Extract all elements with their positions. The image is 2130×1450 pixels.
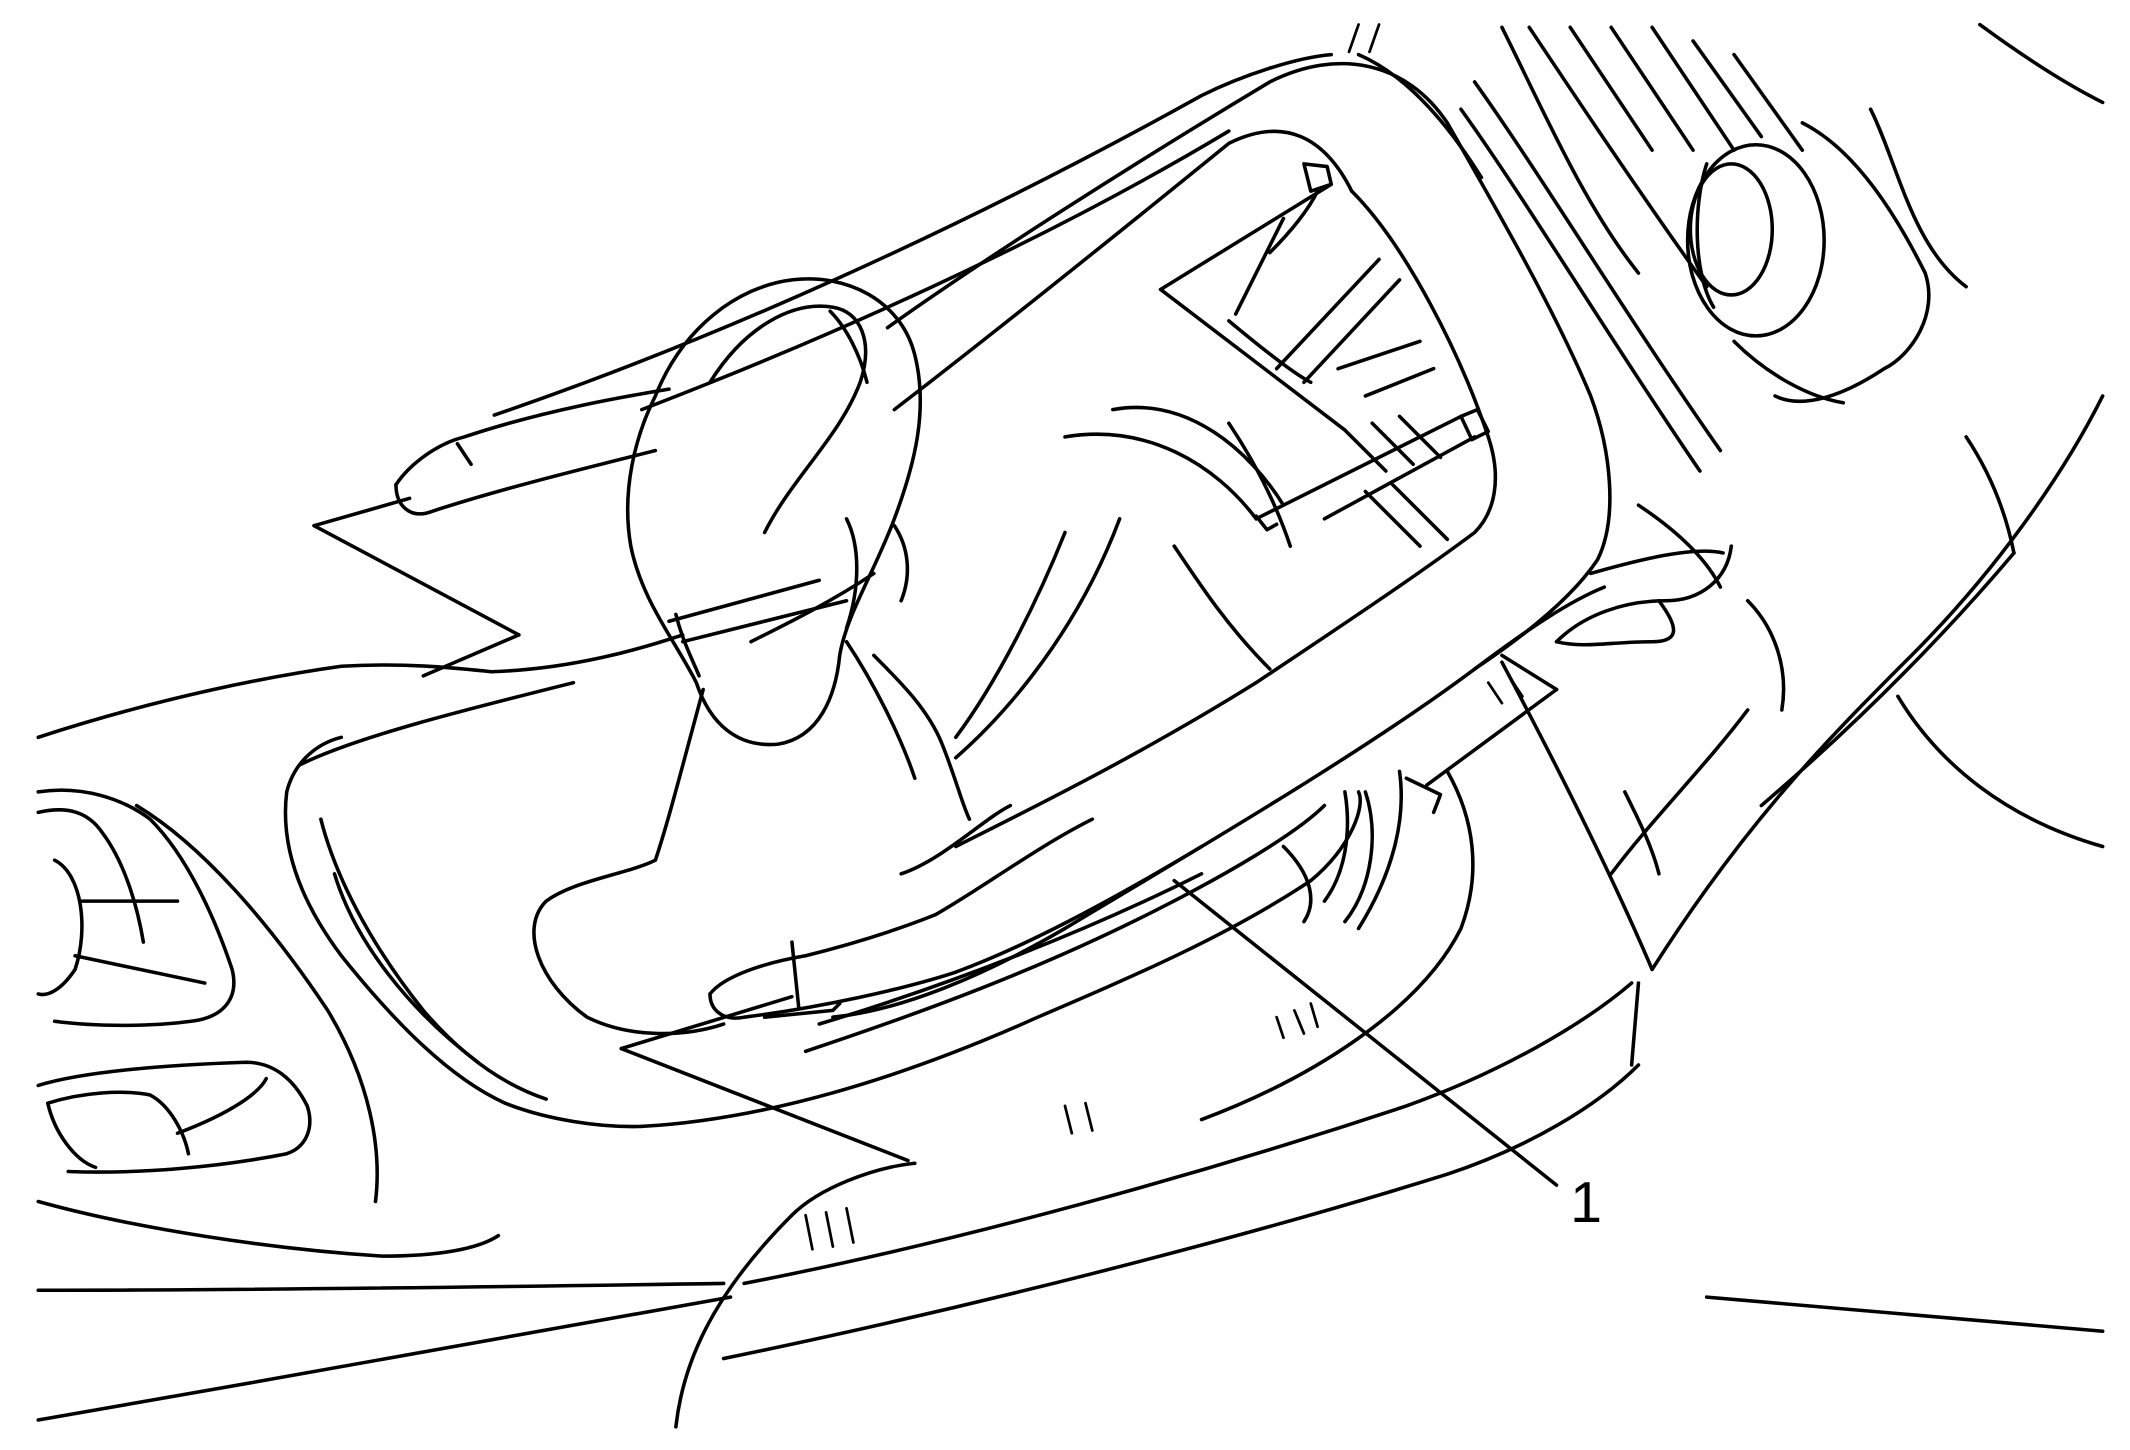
shift-boot [532,517,1122,1036]
radio-knob [1685,142,1826,338]
console-trim-upper [312,387,849,678]
console-tray [36,633,1475,1129]
shifter-bezel [831,61,1734,1019]
console-trim-lower [619,653,1654,1163]
callout-1: 1 [1172,878,1602,1235]
left-controls [36,788,733,1422]
right-side-panel [1609,394,2105,1333]
callout-1-label: 1 [1570,1171,1602,1235]
dash-upper-surfaces [492,22,2105,417]
shifter-opening-details [1063,189,1450,671]
bezel-clips [1158,162,1491,532]
callout-1-leader-line [1172,878,1559,1187]
console-front-sweep [674,674,1641,1429]
shift-knob [625,277,923,747]
center-stack-vent [1459,25,1931,473]
